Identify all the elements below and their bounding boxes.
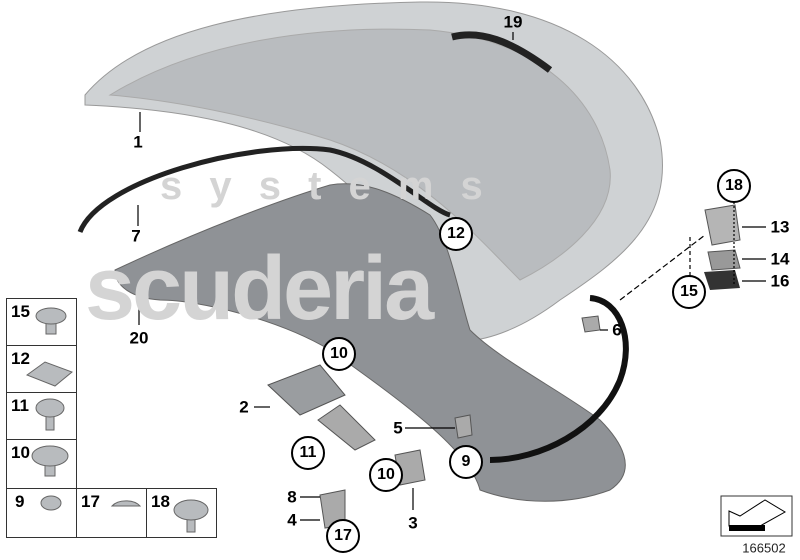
callout-1: 1 bbox=[133, 132, 143, 152]
callout-18: 18 bbox=[717, 169, 751, 203]
callout-17: 17 bbox=[326, 519, 360, 553]
seal-19 bbox=[451, 31, 553, 73]
callout-20: 20 bbox=[129, 328, 149, 348]
callout-2: 2 bbox=[239, 397, 249, 417]
callout-9: 9 bbox=[449, 445, 483, 479]
callout-6: 6 bbox=[612, 320, 622, 340]
callout-10-lower: 10 bbox=[369, 458, 403, 492]
callout-7: 7 bbox=[131, 226, 141, 246]
callout-13: 13 bbox=[770, 217, 790, 237]
callout-19: 19 bbox=[503, 12, 523, 32]
callout-16: 16 bbox=[770, 271, 790, 291]
seal-7 bbox=[77, 145, 451, 234]
callout-15: 15 bbox=[672, 275, 706, 309]
part-box-10: 10 bbox=[6, 439, 77, 489]
callout-11: 11 bbox=[291, 436, 325, 470]
seal-6 bbox=[489, 295, 629, 463]
watermark-scuderia: scuderia bbox=[85, 239, 434, 339]
callout-8: 8 bbox=[287, 487, 297, 507]
part-box-9: 9 bbox=[6, 488, 77, 538]
diagram-number: 166502 bbox=[742, 540, 786, 556]
part-box-15: 15 bbox=[6, 298, 77, 346]
callout-10-upper: 10 bbox=[322, 337, 356, 371]
callout-12: 12 bbox=[439, 217, 473, 251]
part-box-17: 17 bbox=[76, 488, 147, 538]
part-box-12: 12 bbox=[6, 345, 77, 393]
callout-3: 3 bbox=[408, 513, 418, 533]
lining-panel bbox=[114, 183, 626, 502]
callout-5: 5 bbox=[393, 418, 403, 438]
part-box-11: 11 bbox=[6, 392, 77, 440]
callout-14: 14 bbox=[770, 249, 790, 269]
part-box-18: 18 bbox=[146, 488, 217, 538]
watermark-systems: s y s t e m s bbox=[160, 164, 491, 208]
callout-4: 4 bbox=[287, 510, 297, 530]
